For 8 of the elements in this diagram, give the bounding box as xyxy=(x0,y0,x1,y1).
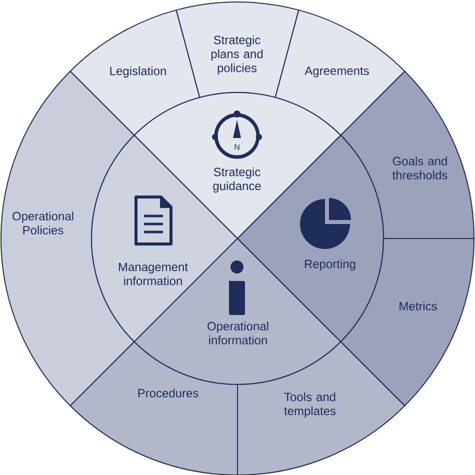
compass-letter: N xyxy=(234,144,240,150)
ring-segment: Agreements xyxy=(274,10,406,136)
node-label: Metrics xyxy=(400,302,437,310)
ring-segment: Legislation xyxy=(70,10,200,136)
node-label: Goals and thresholds xyxy=(392,156,448,180)
ring-segment: Strategic plans and policies xyxy=(176,2,300,98)
node-label: Procedures xyxy=(138,388,198,398)
node-label: Tools and templates xyxy=(284,392,336,418)
